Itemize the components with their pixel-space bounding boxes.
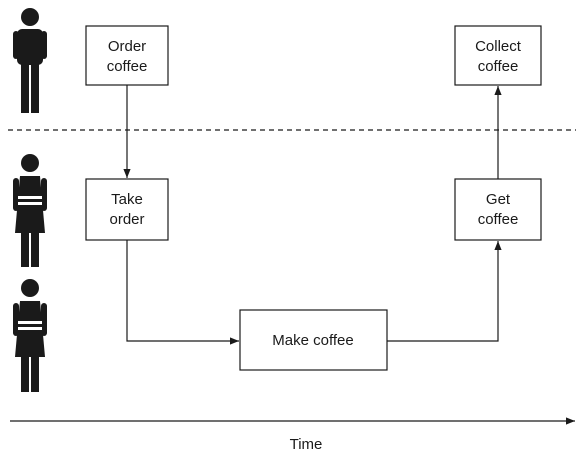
woman-icon [13, 279, 47, 392]
box-collect-coffee-line1: Collect [475, 38, 522, 55]
box-collect-coffee: Collect coffee [454, 25, 542, 86]
box-get-coffee-line2: coffee [478, 211, 519, 228]
box-collect-coffee-line2: coffee [478, 58, 519, 75]
time-axis-label: Time [290, 436, 323, 453]
box-order-coffee-line1: Order [108, 38, 146, 55]
box-order-coffee: Order coffee [85, 25, 169, 86]
box-make-coffee-label: Make coffee [272, 332, 353, 349]
woman-icon [13, 154, 47, 267]
box-make-coffee: Make coffee [239, 309, 388, 371]
arrow-make-to-get [387, 241, 502, 342]
box-get-coffee: Get coffee [454, 178, 542, 241]
man-icon [13, 8, 47, 113]
box-take-order: Take order [85, 178, 169, 241]
box-take-order-line2: order [109, 211, 144, 228]
box-take-order-line1: Take [111, 191, 143, 208]
box-order-coffee-line2: coffee [107, 58, 148, 75]
box-get-coffee-line1: Get [486, 191, 511, 208]
arrow-take-to-make [126, 240, 239, 345]
